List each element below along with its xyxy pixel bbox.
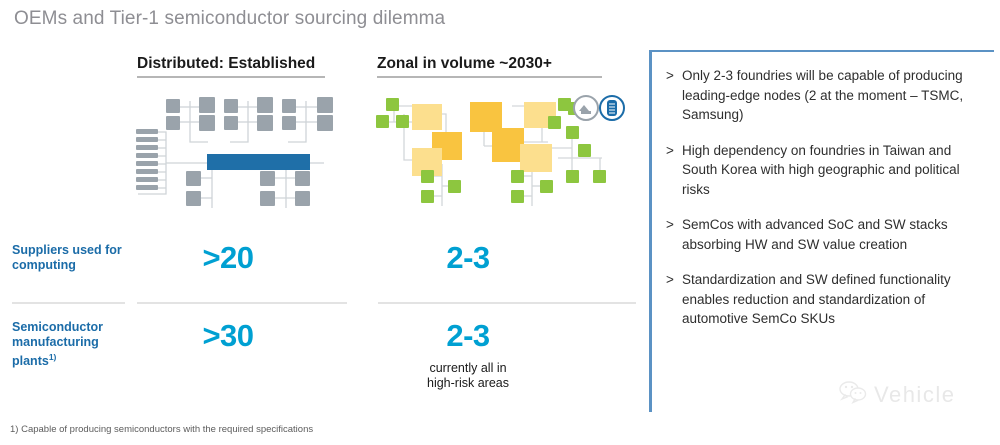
- metric-value-plants-distributed: >30: [202, 318, 254, 353]
- bullet-text: Standardization and SW defined functiona…: [682, 272, 951, 326]
- bullet-marker-icon: >: [666, 142, 674, 158]
- insights-panel: > Only 2-3 foundries will be capable of …: [649, 50, 994, 412]
- bullet-text: SemCos with advanced SoC and SW stacks a…: [682, 217, 948, 252]
- column-header-zonal-label: Zonal in volume ~2030+: [377, 55, 552, 72]
- page-title: OEMs and Tier-1 semiconductor sourcing d…: [14, 8, 446, 29]
- metric-value-plants-zonal: 2-3: [446, 318, 490, 353]
- row-divider-distributed: [137, 302, 347, 304]
- bullet-marker-icon: >: [666, 217, 674, 232]
- list-item: > Only 2-3 foundries will be capable of …: [666, 66, 986, 125]
- watermark-text: Vehicle: [874, 381, 956, 407]
- row-divider-left: [12, 302, 125, 304]
- list-item: > SemCos with advanced SoC and SW stacks…: [666, 215, 986, 254]
- column-header-zonal: Zonal in volume ~2030+: [377, 55, 602, 78]
- column-header-distributed-label: Distributed: Established: [137, 55, 316, 72]
- metric-label-suppliers: Suppliers used for computing: [12, 243, 122, 272]
- metric-sub-line-1: currently all in: [429, 361, 507, 375]
- metric-value-suppliers-zonal: 2-3: [446, 240, 490, 275]
- metric-sub-plants-zonal: currently all in high-risk areas: [373, 361, 563, 391]
- bullet-marker-icon: >: [666, 272, 674, 287]
- bullet-marker-icon: >: [666, 68, 674, 83]
- watermark: Vehicle: [838, 380, 955, 409]
- metric-sub-line-2: high-risk areas: [427, 376, 509, 390]
- bullet-text: High dependency on foundries in Taiwan a…: [682, 142, 960, 197]
- cloud-icon: [573, 95, 599, 121]
- header-underline: [137, 76, 325, 78]
- footnote-marker: 1): [48, 352, 57, 362]
- metric-label-plants-text: Semiconductor manufacturing plants: [12, 320, 103, 369]
- wechat-icon: [838, 380, 868, 409]
- footnote: 1) Capable of producing semiconductors w…: [10, 424, 314, 435]
- list-item: > High dependency on foundries in Taiwan…: [666, 141, 986, 200]
- row-divider-zonal: [378, 302, 636, 304]
- list-item: > Standardization and SW defined functio…: [666, 270, 986, 329]
- server-icon: [599, 95, 625, 121]
- metric-label-plants: Semiconductor manufacturing plants1): [12, 320, 137, 369]
- bullet-text: Only 2-3 foundries will be capable of pr…: [682, 68, 964, 122]
- zonal-architecture-diagram: [372, 86, 627, 221]
- metric-value-suppliers-distributed: >20: [202, 240, 254, 275]
- header-underline: [377, 76, 602, 78]
- distributed-architecture-diagram: [130, 86, 340, 221]
- column-header-distributed: Distributed: Established: [137, 55, 325, 78]
